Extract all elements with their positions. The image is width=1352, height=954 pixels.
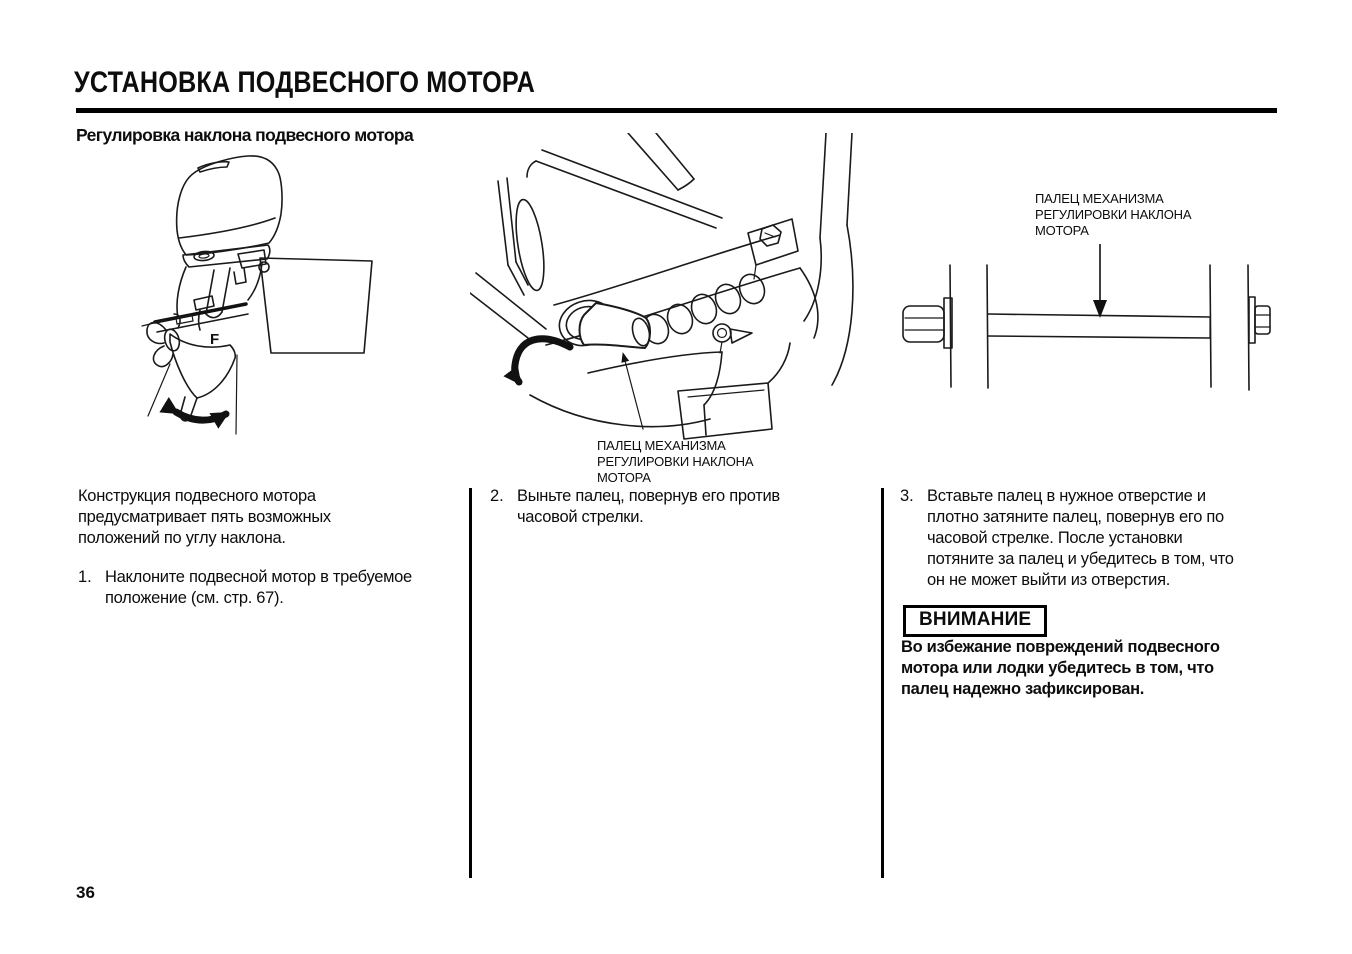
page-number: 36 xyxy=(76,883,95,902)
step-2: 2. Выньте палец, повернув его против час… xyxy=(490,486,780,528)
step-3-text: Вставьте палец в нужное отверстие и плот… xyxy=(927,487,1234,589)
gear-case: F xyxy=(148,331,235,421)
outboard-motor-tilt-illustration: F xyxy=(140,150,400,462)
pin-pointer-arrow-icon xyxy=(621,352,643,429)
title-rule xyxy=(76,108,1277,113)
bracket-lower-details xyxy=(530,219,798,439)
tilt-pin xyxy=(554,294,653,353)
motor-midsection xyxy=(177,250,269,330)
section-subtitle: Регулировка наклона подвесного мотора xyxy=(76,125,414,145)
intro-paragraph: Конструкция подвесного мотора предусматр… xyxy=(78,487,331,547)
step-3-number: 3. xyxy=(900,487,914,505)
propeller xyxy=(147,314,182,367)
tilt-adjustment-holes xyxy=(639,271,768,348)
tilt-reference-line xyxy=(236,355,237,434)
caution-paragraph: Во избежание повреждений подвесного мото… xyxy=(901,638,1220,698)
tilt-range-arrow-icon xyxy=(159,397,226,429)
caution-box: ВНИМАНИЕ xyxy=(903,605,1048,637)
tilt-pin-bolt-illustration xyxy=(890,240,1290,412)
gear-case-marking: F xyxy=(210,331,219,348)
page-title: УСТАНОВКА ПОДВЕСНОГО МОТОРА xyxy=(74,66,536,99)
pin-hex-head xyxy=(903,298,952,348)
engine-cowling xyxy=(177,156,282,267)
stern-bracket-pin-illustration xyxy=(470,133,870,447)
caution-title: ВНИМАНИЕ xyxy=(903,605,1048,637)
column-divider-right xyxy=(881,488,884,878)
pin-label-middle: ПАЛЕЦ МЕХАНИЗМА РЕГУЛИРОВКИ НАКЛОНА МОТО… xyxy=(597,438,754,485)
pin-rod xyxy=(988,314,1210,338)
step-3: 3. Вставьте палец в нужное отверстие и п… xyxy=(900,486,1234,591)
step-2-text: Выньте палец, повернув его против часово… xyxy=(517,487,780,526)
boat-transom xyxy=(260,258,372,353)
bracket-arms xyxy=(470,133,853,385)
column-divider-left xyxy=(469,488,472,878)
step-1-number: 1. xyxy=(78,568,92,586)
counterclockwise-arrow-icon xyxy=(503,339,570,382)
step-2-number: 2. xyxy=(490,487,504,505)
label-pointer-arrow-icon xyxy=(1093,244,1107,318)
pin-nut xyxy=(1249,297,1270,343)
step-1: 1. Наклоните подвесной мотор в требуемое… xyxy=(78,567,412,609)
pin-label-right: ПАЛЕЦ МЕХАНИЗМА РЕГУЛИРОВКИ НАКЛОНА МОТО… xyxy=(1035,191,1192,238)
step-1-text: Наклоните подвесной мотор в требуемое по… xyxy=(105,568,412,607)
